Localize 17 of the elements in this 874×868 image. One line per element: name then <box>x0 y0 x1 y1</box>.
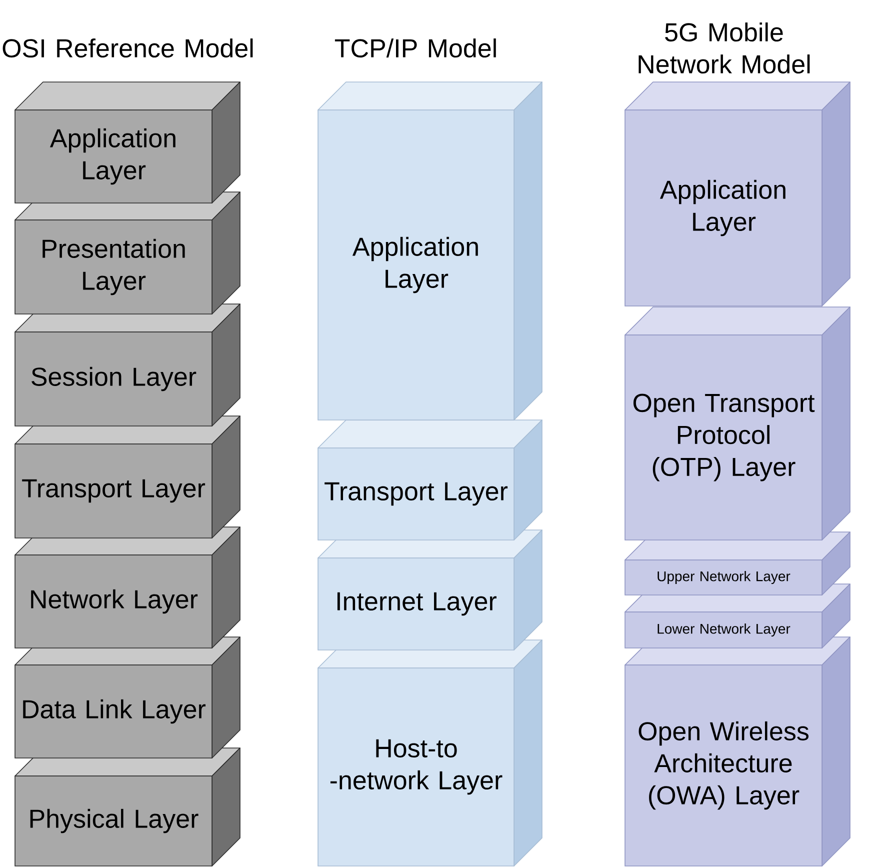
layer-block: Physical Layer <box>14 748 240 866</box>
layer-block: Open Wireless Architecture (OWA) Layer <box>624 636 850 866</box>
layer-block: Internet Layer <box>318 530 542 650</box>
layer-block: Application Layer <box>318 82 542 420</box>
column-heading: OSI Reference Model <box>2 38 253 58</box>
layer-block: Session Layer <box>14 304 240 426</box>
column-heading: 5G Mobile Network Model <box>638 22 810 74</box>
layer-block: Host-to -network Layer <box>318 640 542 866</box>
layer-block: Open Transport Protocol (OTP) Layer <box>624 306 850 540</box>
layer-block: Network Layer <box>14 526 240 648</box>
layer-block: Application Layer <box>14 82 240 204</box>
layer-block: Application Layer <box>624 82 850 306</box>
layer-block: Data Link Layer <box>14 636 240 758</box>
layer-block: Presentation Layer <box>14 192 240 314</box>
layer-block: Transport Layer <box>14 416 240 538</box>
column-heading: TCP/IP Model <box>334 38 496 58</box>
layer-block: Transport Layer <box>318 420 542 540</box>
